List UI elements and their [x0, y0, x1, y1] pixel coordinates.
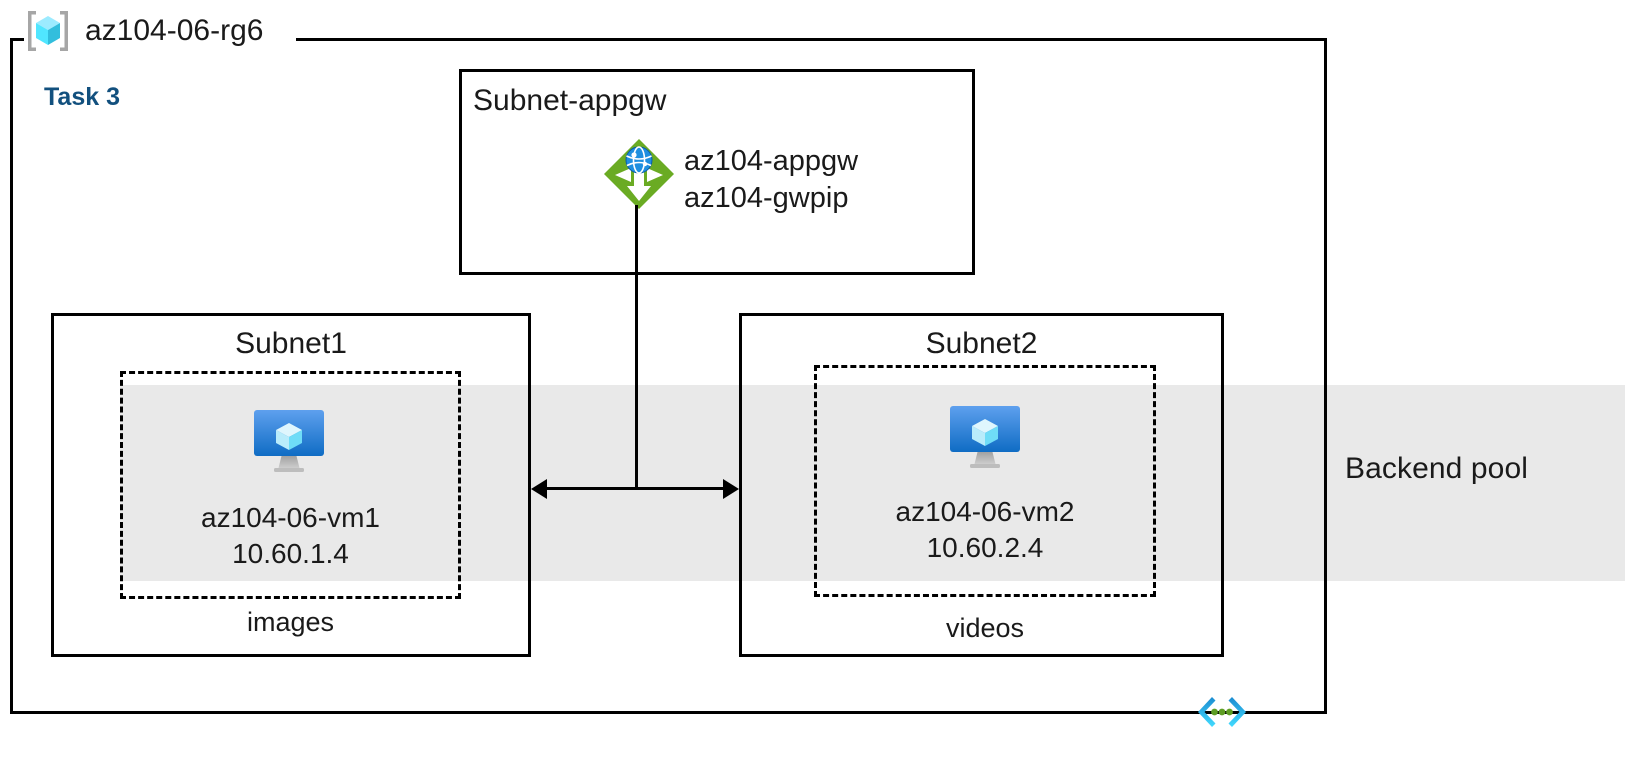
- task-label: Task 3: [44, 83, 120, 111]
- gwpip-name: az104-gwpip: [684, 181, 849, 214]
- subnet2-label: Subnet2: [925, 327, 1038, 360]
- application-gateway-icon: [601, 136, 677, 212]
- resource-group-name: az104-06-rg6: [85, 14, 264, 47]
- appgw-to-subnets-connector: [635, 205, 638, 488]
- subnet2-vm-name: az104-06-vm2: [895, 496, 1075, 527]
- connector-arrow-right: [723, 479, 739, 499]
- subnet1-content-label: images: [246, 607, 335, 637]
- backend-pool-band: [120, 385, 1625, 581]
- infrastructure-as-code-icon: [1196, 694, 1248, 730]
- subnet1-vm-texts: az104-06-vm1 10.60.1.4: [120, 500, 461, 573]
- subnet-appgw-box: [459, 69, 975, 275]
- virtual-machine-icon: [250, 406, 328, 476]
- subnet1-vm-group-boundary: [120, 371, 461, 599]
- virtual-machine-icon: [946, 402, 1024, 472]
- subnet2-content-label: videos: [945, 613, 1025, 643]
- appgw-name: az104-appgw: [684, 145, 859, 177]
- appgw-resource-names: az104-appgw az104-gwpip: [684, 143, 858, 217]
- subnet1-label: Subnet1: [235, 327, 347, 360]
- subnet1-vm-name: az104-06-vm1: [201, 502, 380, 533]
- backend-pool-label: Backend pool: [1345, 452, 1529, 485]
- resource-group-frame-top-right: [296, 38, 1327, 41]
- resource-group-frame: [10, 38, 1327, 714]
- subnet2-vm-group-boundary: [814, 365, 1156, 597]
- subnet1-vm-ip: 10.60.1.4: [232, 538, 349, 570]
- connector-arrow-left: [531, 479, 547, 499]
- subnet-appgw-label: Subnet-appgw: [473, 84, 667, 117]
- subnet2-box: [739, 313, 1224, 657]
- resource-group-frame-top-left: [10, 38, 24, 41]
- subnet2-vm-ip: 10.60.2.4: [926, 532, 1044, 564]
- subnet1-box: [51, 313, 531, 657]
- subnet1-subnet2-connector: [540, 487, 730, 490]
- resource-group-cube-icon: [24, 7, 72, 55]
- subnet2-vm-texts: az104-06-vm2 10.60.2.4: [814, 494, 1156, 567]
